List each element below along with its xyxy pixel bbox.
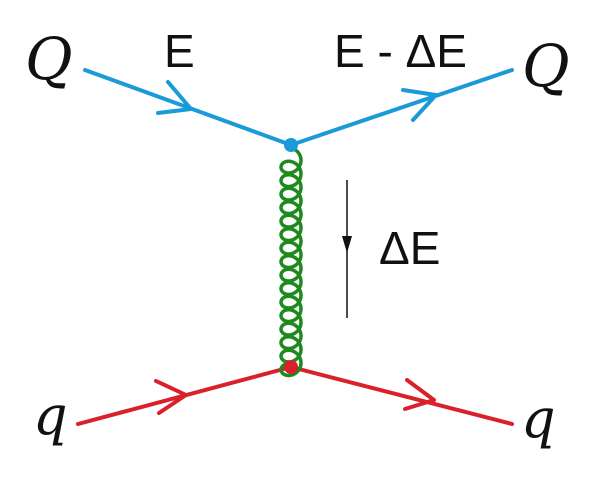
heavy-quark-incoming-arrow xyxy=(156,80,193,115)
final-energy-label: E - ΔE xyxy=(334,25,467,77)
heavy-quark-line xyxy=(83,68,514,147)
heavy-quark-outgoing-arrow xyxy=(401,88,438,122)
lower-vertex xyxy=(284,360,298,374)
transfer-arrow xyxy=(342,180,352,318)
light-quark-incoming-arrow xyxy=(154,379,188,415)
light-quark-line xyxy=(76,365,514,426)
outgoing-light-quark-label: q xyxy=(521,387,556,450)
light-quark-outgoing xyxy=(289,365,514,426)
gluon-coil xyxy=(279,146,303,378)
outgoing-heavy-quark-label: Q xyxy=(522,32,570,100)
upper-vertex xyxy=(284,138,298,152)
heavy-quark-outgoing xyxy=(289,68,514,147)
transfer-arrow-head xyxy=(342,236,352,253)
incoming-heavy-quark-label: Q xyxy=(25,25,73,93)
initial-energy-label: E xyxy=(164,25,195,77)
incoming-light-quark-label: q xyxy=(33,384,68,447)
light-quark-outgoing-arrow xyxy=(403,378,436,411)
energy-transfer-label: ΔE xyxy=(379,222,440,274)
